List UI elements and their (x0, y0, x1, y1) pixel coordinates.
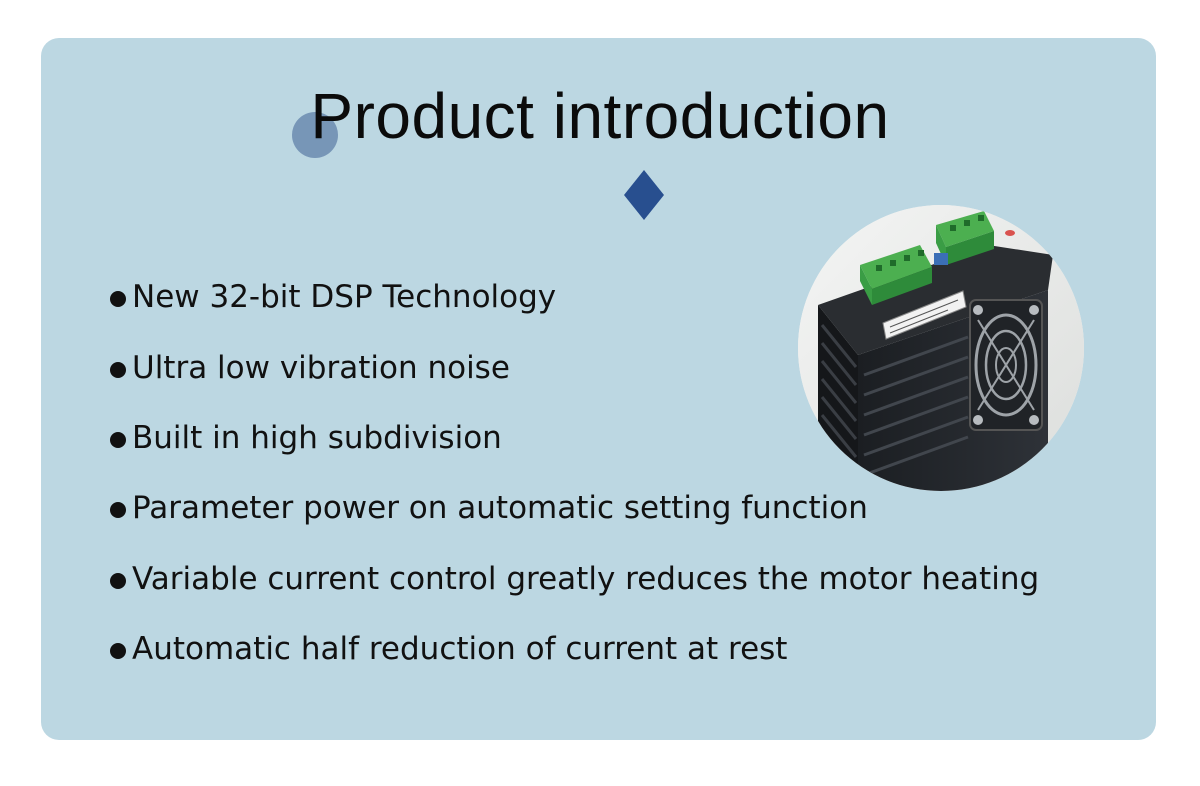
diamond-icon (624, 170, 664, 220)
list-item: Variable current control greatly reduces… (110, 544, 1039, 614)
list-item: Built in high subdivision (110, 403, 1039, 473)
list-item: Ultra low vibration noise (110, 332, 1039, 402)
stepper-driver-image (798, 205, 1084, 491)
feature-text: Parameter power on automatic setting fun… (132, 490, 868, 527)
feature-text: Variable current control greatly reduces… (132, 560, 1040, 597)
list-item: New 32-bit DSP Technology (110, 262, 1039, 332)
bullet-dot-icon (110, 572, 126, 589)
bullet-dot-icon (110, 502, 126, 519)
feature-text: New 32-bit DSP Technology (132, 279, 557, 316)
feature-text: Built in high subdivision (132, 419, 502, 456)
product-photo (798, 205, 1084, 491)
bullet-dot-icon (110, 291, 126, 308)
page-title: Product introduction (310, 80, 890, 152)
list-item: Parameter power on automatic setting fun… (110, 473, 1039, 543)
bullet-dot-icon (110, 361, 126, 378)
feature-text: Ultra low vibration noise (132, 349, 510, 386)
list-item: Automatic half reduction of current at r… (110, 614, 1039, 684)
feature-text: Automatic half reduction of current at r… (132, 631, 788, 668)
bullet-dot-icon (110, 431, 126, 448)
feature-list: New 32-bit DSP Technology Ultra low vibr… (110, 262, 1039, 684)
decorative-circle (292, 112, 338, 158)
bullet-dot-icon (110, 643, 126, 660)
